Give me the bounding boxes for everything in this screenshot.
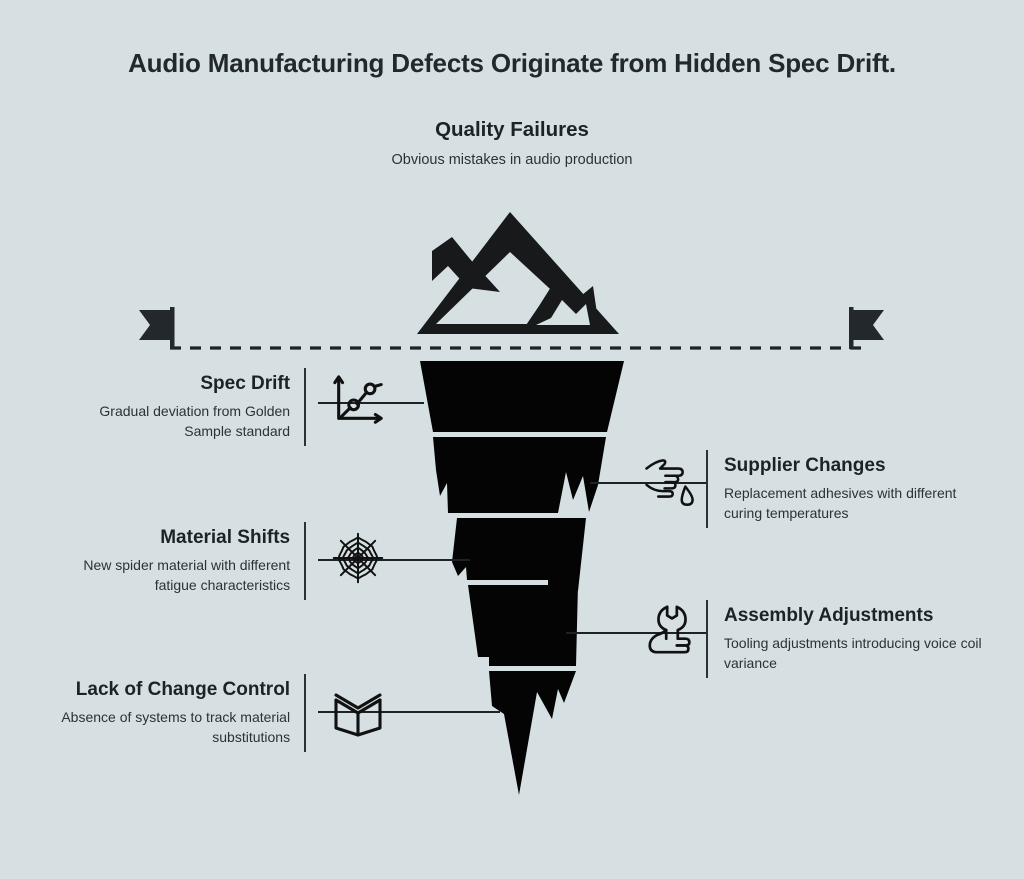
tip-description: Obvious mistakes in audio production — [391, 152, 633, 168]
mountain-icon — [417, 212, 619, 334]
callout-spec-drift[interactable]: Spec Drift Gradual deviation from Golden… — [52, 368, 320, 446]
callout-description: Replacement adhesives with different cur… — [724, 485, 957, 521]
divider — [304, 522, 306, 600]
divider — [706, 450, 708, 528]
callout-description: Absence of systems to track material sub… — [61, 709, 291, 745]
divider — [304, 674, 306, 752]
divider — [706, 600, 708, 678]
callout-assembly-adjustments[interactable]: Assembly Adjustments Tooling adjustments… — [706, 600, 1024, 678]
callout-description: Gradual deviation from Golden Sample sta… — [99, 403, 291, 439]
page-title: Audio Manufacturing Defects Originate fr… — [128, 48, 896, 78]
callout-supplier-changes[interactable]: Supplier Changes Replacement adhesives w… — [706, 450, 1006, 528]
callout-title: Spec Drift — [200, 373, 291, 395]
callout-title: Assembly Adjustments — [724, 605, 934, 627]
flag-left-icon — [139, 307, 175, 349]
callout-description: Tooling adjustments introducing voice co… — [724, 635, 982, 671]
tip-title: Quality Failures — [435, 118, 589, 141]
callout-title: Material Shifts — [160, 527, 291, 549]
open-book-icon — [330, 684, 386, 740]
callout-description: New spider material with different fatig… — [83, 557, 291, 593]
callout-lack-of-change-control[interactable]: Lack of Change Control Absence of system… — [56, 674, 320, 752]
iceberg-tip-label: Quality Failures Obvious mistakes in aud… — [362, 118, 662, 170]
callout-title: Lack of Change Control — [75, 679, 291, 701]
line-chart-icon — [330, 372, 386, 428]
iceberg-body — [420, 361, 624, 795]
flag-right-icon — [849, 307, 884, 349]
hand-wrench-icon — [644, 602, 700, 658]
hand-droplet-icon — [642, 455, 698, 511]
callout-material-shifts[interactable]: Material Shifts New spider material with… — [40, 522, 320, 600]
spider-web-icon — [330, 530, 386, 586]
callout-title: Supplier Changes — [724, 455, 886, 477]
divider — [304, 368, 306, 446]
